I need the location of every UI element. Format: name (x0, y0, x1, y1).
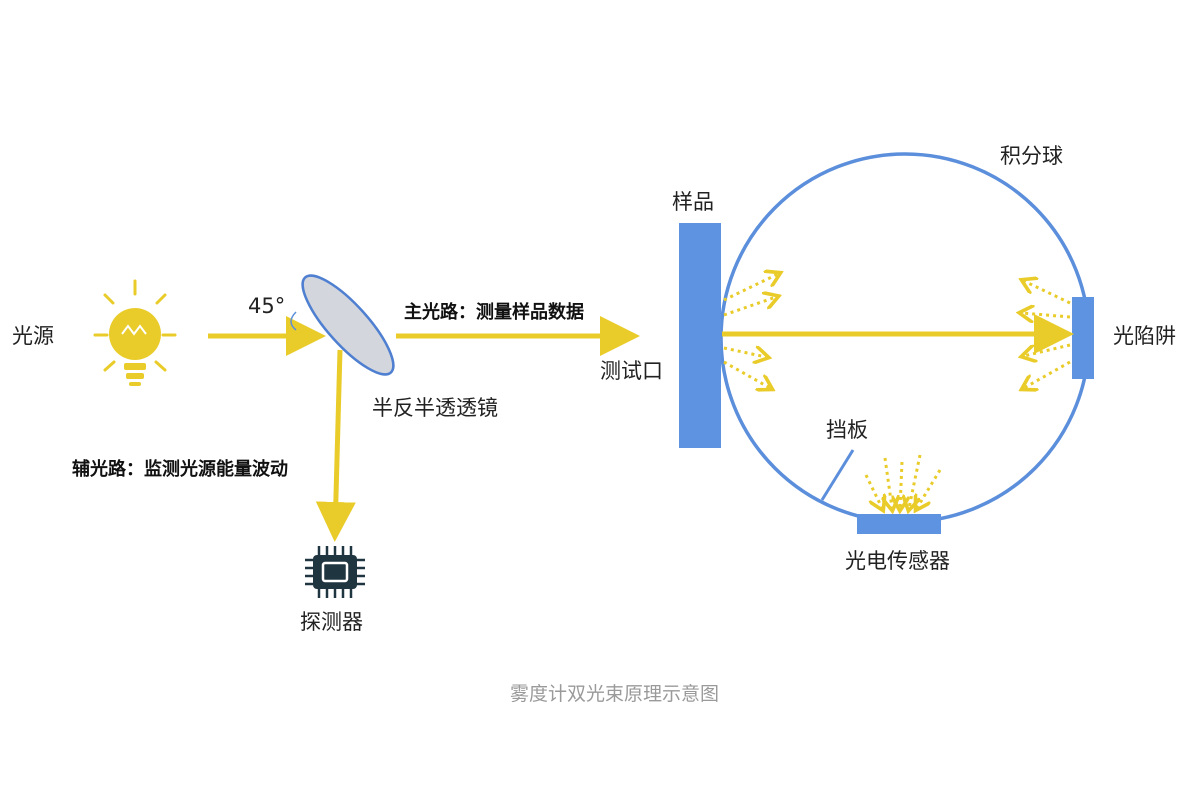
light-source-label: 光源 (12, 324, 54, 348)
chip-icon (305, 546, 365, 598)
diagram-caption: 雾度计双光束原理示意图 (510, 683, 720, 705)
aux-path-label: 辅光路：监测光源能量波动 (72, 459, 288, 480)
angle-arc (290, 311, 297, 331)
sample-block (679, 223, 721, 448)
light-trap-block (1072, 297, 1094, 379)
sample-scatter-arrows (723, 274, 778, 388)
photo-sensor-label: 光电传感器 (845, 549, 950, 573)
sphere-label: 积分球 (1000, 144, 1063, 168)
sensor-scatter-arrows (864, 454, 942, 508)
sample-label: 样品 (672, 190, 714, 214)
photo-sensor-block (857, 514, 941, 534)
trap-scatter-arrows (1022, 281, 1071, 388)
baffle-line (820, 449, 855, 501)
lightbulb-icon (93, 279, 177, 386)
aux-path-arrow (315, 349, 356, 542)
baffle-label: 挡板 (826, 418, 868, 442)
light-trap-label: 光陷阱 (1113, 324, 1176, 348)
mirror-label: 半反半透透镜 (372, 396, 498, 420)
integrating-sphere (719, 152, 1091, 524)
angle-label: 45° (248, 294, 286, 318)
main-path-label: 主光路：测量样品数据 (404, 302, 584, 323)
detector-label: 探测器 (300, 610, 363, 634)
test-port-label: 测试口 (600, 359, 663, 383)
semi-transparent-mirror (301, 274, 395, 376)
